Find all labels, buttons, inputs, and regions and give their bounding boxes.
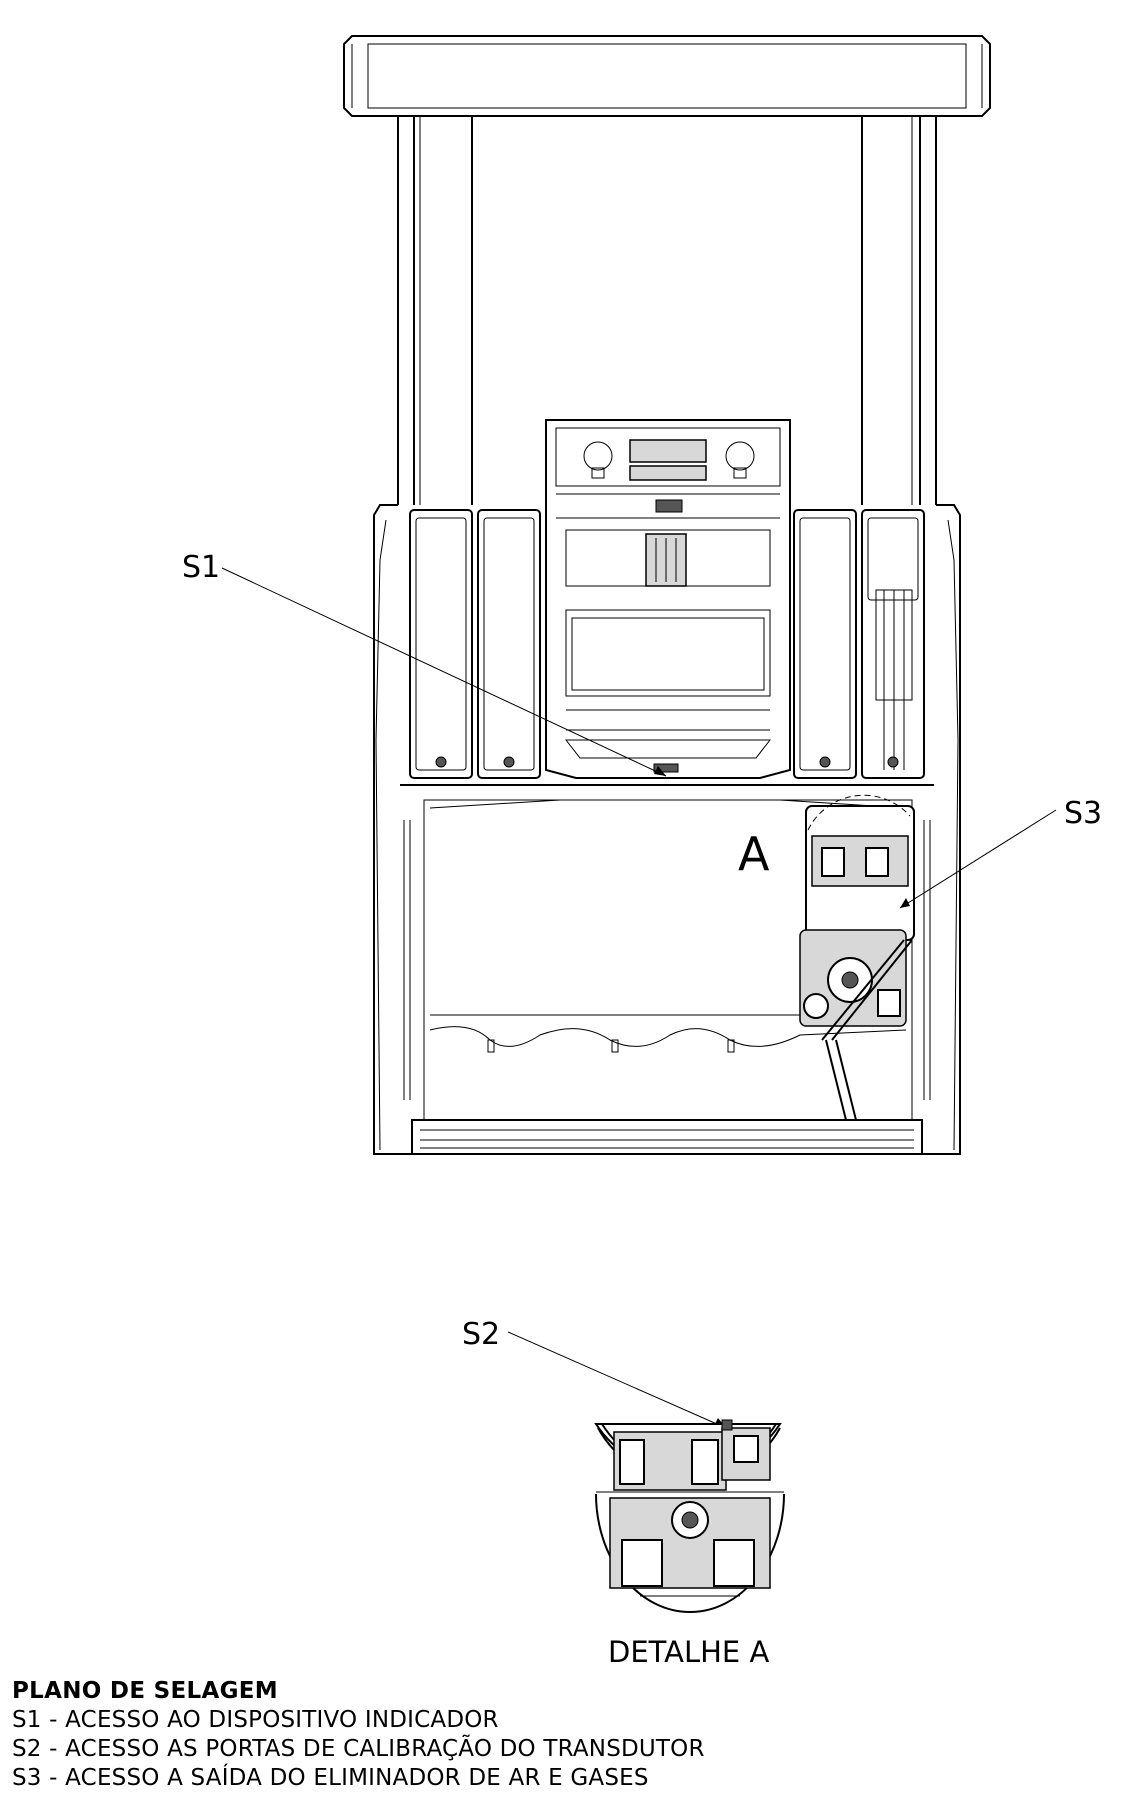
columns bbox=[397, 116, 937, 505]
callout-s1: S1 bbox=[182, 550, 220, 585]
leader-lines bbox=[221, 567, 1057, 1429]
detail-a-view bbox=[594, 1419, 785, 1613]
callout-s2: S2 bbox=[462, 1317, 500, 1352]
detail-caption: DETALHE A bbox=[608, 1635, 769, 1669]
canopy bbox=[343, 35, 991, 117]
legend-item-s2: S2 - ACESSO AS PORTAS DE CALIBRAÇÃO DO T… bbox=[12, 1736, 705, 1762]
callout-s3: S3 bbox=[1064, 796, 1102, 831]
legend-title: PLANO DE SELAGEM bbox=[12, 1678, 278, 1704]
legend-item-s3: S3 - ACESSO A SAÍDA DO ELIMINADOR DE AR … bbox=[12, 1765, 649, 1791]
side-panels bbox=[409, 509, 925, 779]
view-marker-a: A bbox=[738, 827, 770, 881]
hydraulic-compartment bbox=[403, 794, 931, 1155]
legend-item-s1: S1 - ACESSO AO DISPOSITIVO INDICADOR bbox=[12, 1707, 499, 1733]
display-head bbox=[545, 419, 791, 779]
sealing-plan-legend: PLANO DE SELAGEM S1 - ACESSO AO DISPOSIT… bbox=[12, 1677, 705, 1793]
